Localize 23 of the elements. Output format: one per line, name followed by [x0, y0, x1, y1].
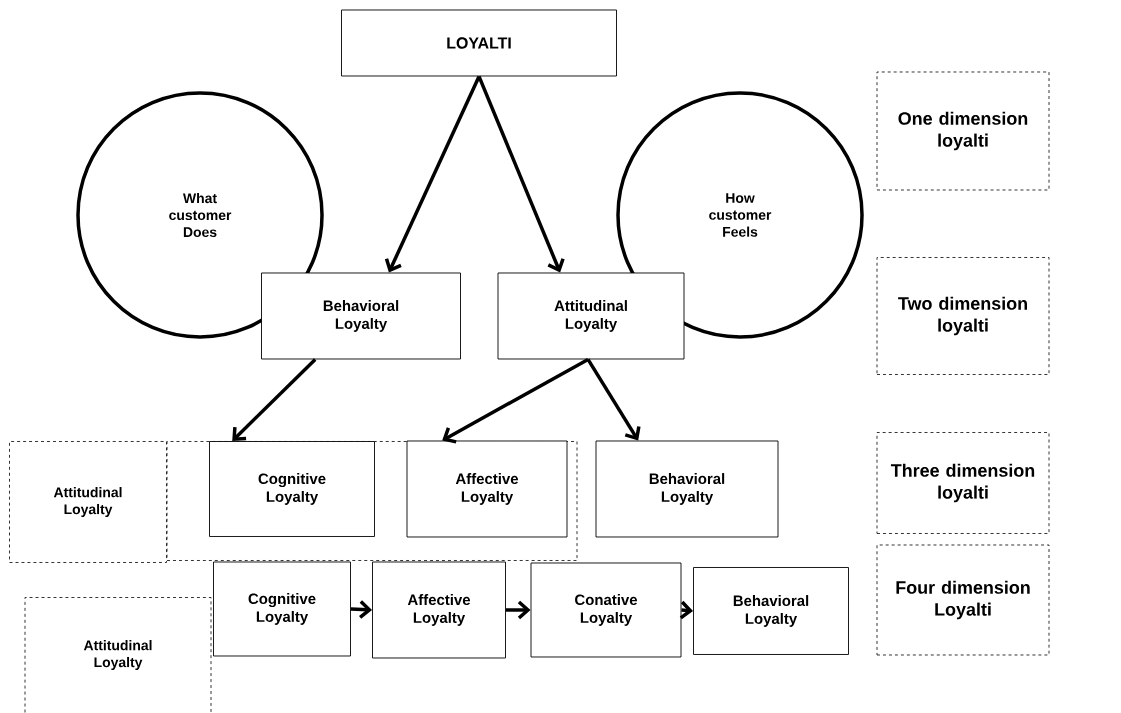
process-box: Behavioral Loyalty — [595, 440, 779, 538]
process-box: Affective Loyalty — [372, 561, 506, 659]
arrow — [384, 75, 481, 273]
arrow — [505, 600, 531, 620]
arrow — [232, 358, 317, 442]
process-box: Behavioral Loyalty — [261, 272, 461, 360]
level-label-box: Two dimension loyalti — [876, 257, 1050, 375]
arrow — [586, 358, 641, 441]
process-box: Cognitive Loyalty — [209, 441, 375, 537]
level-label-box: Three dimension loyalti — [876, 432, 1050, 534]
arrow — [442, 357, 589, 444]
group-label-box: Attitudinal Loyalty — [24, 597, 212, 713]
process-box: Affective Loyalty — [406, 440, 568, 538]
process-box: Cognitive Loyalty — [213, 561, 351, 657]
arrow — [477, 75, 565, 273]
process-box: Conative Loyalty — [530, 562, 682, 658]
arrow — [350, 600, 373, 619]
process-box: Attitudinal Loyalty — [497, 272, 685, 360]
title-box: LOYALTI — [341, 9, 617, 77]
level-label-box: One dimension loyalti — [876, 71, 1050, 191]
level-label-box: Four dimension Loyalti — [876, 544, 1050, 656]
process-box: Behavioral Loyalty — [693, 567, 849, 655]
group-label-box: Attitudinal Loyalty — [9, 441, 167, 563]
